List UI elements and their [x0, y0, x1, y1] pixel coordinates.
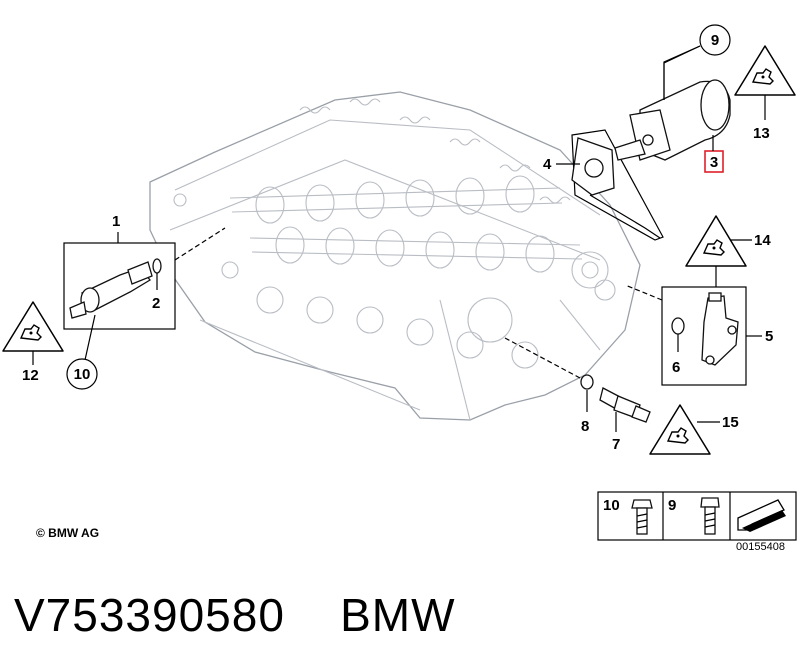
svg-text:6: 6: [672, 359, 680, 376]
oil-sensor-parts: 8 7: [504, 337, 651, 453]
part-number-footer: V753390580 BMW: [14, 588, 455, 642]
warning-triangle-sensor-icon: [666, 427, 689, 444]
cam-lobes: [255, 175, 555, 273]
arrow-icon: [737, 499, 786, 532]
warning-triangle-12: 12: [2, 301, 64, 384]
copyright-text: © BMW AG: [36, 526, 100, 540]
torx-screw-icon: [700, 497, 720, 535]
callout-9: 9: [663, 24, 731, 100]
svg-text:9: 9: [711, 32, 719, 49]
svg-text:13: 13: [753, 125, 770, 142]
warning-triangle-13: 13: [734, 45, 796, 142]
svg-text:9: 9: [668, 497, 676, 514]
warning-triangle-sensor-icon: [702, 239, 725, 256]
diagram-reference-number: 00155408: [736, 541, 785, 553]
svg-text:2: 2: [152, 295, 160, 312]
svg-text:15: 15: [722, 414, 739, 431]
fastener-legend: 10 9: [597, 491, 797, 541]
svg-text:4: 4: [543, 156, 552, 173]
warning-triangle-sensor-icon: [751, 68, 774, 85]
svg-text:12: 12: [22, 367, 39, 384]
head-ports: [173, 193, 616, 369]
sensor-box: 5 6: [624, 284, 773, 386]
svg-text:5: 5: [765, 328, 773, 345]
part-number: V753390580: [14, 589, 285, 641]
svg-text:10: 10: [74, 366, 91, 383]
brand-name: BMW: [340, 589, 456, 641]
svg-text:8: 8: [581, 418, 589, 435]
svg-text:10: 10: [603, 497, 620, 514]
callout-3-highlighted: 3: [704, 135, 724, 173]
warning-triangle-14: 14: [685, 215, 771, 287]
part-actuator-motor: [571, 45, 731, 241]
callout-4: 4: [543, 156, 580, 173]
solenoid-valve-box: 1 2: [63, 213, 226, 361]
svg-text:14: 14: [754, 232, 771, 249]
warning-triangle-15: 15: [649, 404, 739, 455]
valve-springs: [299, 98, 571, 204]
hex-bolt-icon: [631, 499, 653, 535]
callout-10: 10: [66, 358, 98, 390]
warning-triangle-sensor-icon: [19, 324, 42, 341]
svg-text:7: 7: [612, 436, 620, 453]
cylinder-head-drawing: [149, 91, 641, 421]
svg-text:1: 1: [112, 213, 120, 230]
svg-text:3: 3: [710, 154, 718, 171]
